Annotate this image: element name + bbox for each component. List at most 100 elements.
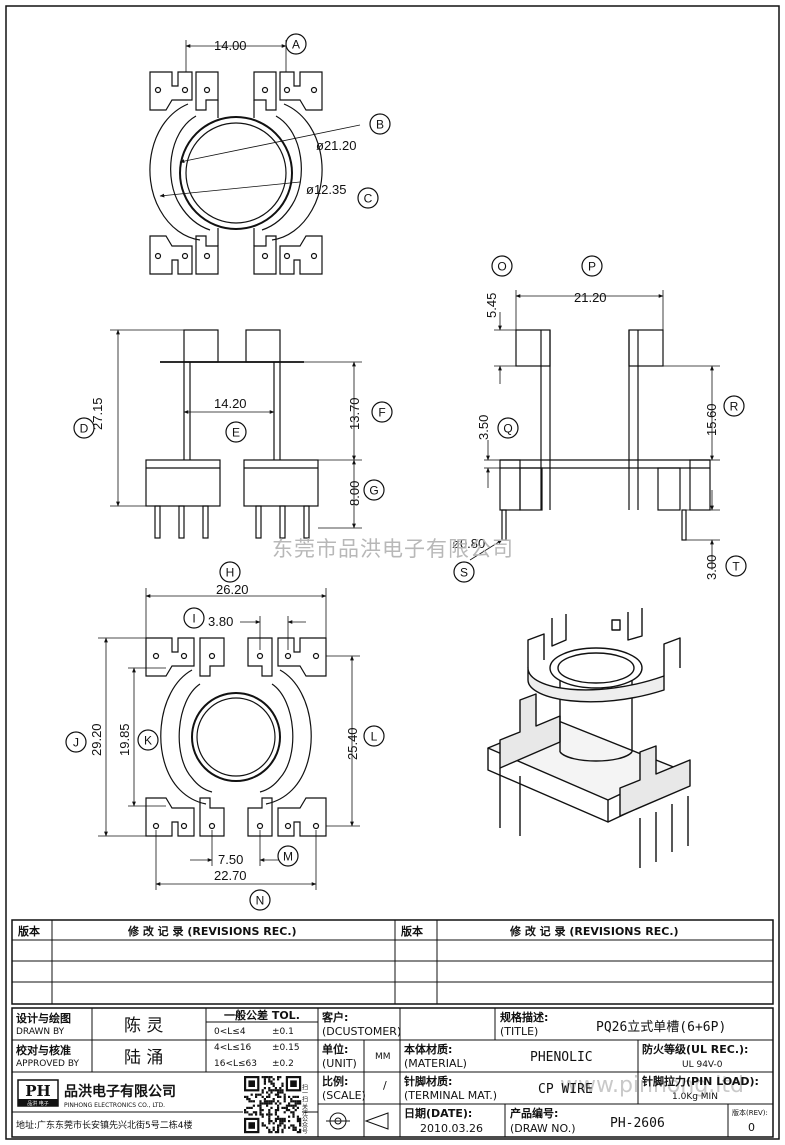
dim-p-circle [581, 255, 603, 277]
dim-g-letter: G [369, 484, 378, 498]
rev-label: 版本(REV): [732, 1108, 768, 1117]
qr-side-text: 扫一扫 关注公众号 [301, 1083, 308, 1135]
terminal-value: CP WIRE [538, 1082, 593, 1097]
rev-header-mid-left: 修 改 记 录 (REVISIONS REC.) [127, 924, 297, 938]
dim-j-value: 29.20 [89, 723, 104, 756]
dim-n-value: 22.70 [214, 868, 247, 883]
dim-b-value: ø21.20 [316, 138, 356, 153]
date-value: 2010.03.26 [420, 1122, 483, 1135]
tol-value-1: ±0.1 [272, 1027, 294, 1037]
unit-label-cn: 单位: [322, 1042, 348, 1056]
dim-a-letter: A [292, 38, 300, 52]
company-name-cn: 品洪电子有限公司 [64, 1083, 176, 1100]
spec-value: PQ26立式单槽(6+6P) [596, 1020, 726, 1035]
dim-m-letter: M [283, 850, 293, 864]
dim-t-value: 3.00 [704, 555, 719, 580]
dim-d-letter: D [80, 422, 89, 436]
dim-i-value: 3.80 [208, 614, 233, 629]
dim-c-circle [357, 187, 379, 209]
dim-r-circle [723, 395, 745, 417]
designer-label-cn: 设计与绘图 [16, 1011, 71, 1025]
dim-a-circle [285, 33, 307, 55]
dim-k-circle [137, 729, 159, 751]
dim-h-value: 26.20 [216, 582, 249, 597]
tol-range-2: 4<L≤16 [214, 1043, 252, 1053]
tol-value-3: ±0.2 [272, 1059, 294, 1069]
projection-symbol-icon [326, 1112, 389, 1130]
dim-n-letter: N [256, 894, 265, 908]
dim-m-circle [277, 845, 299, 867]
tol-title: 一般公差 TOL. [224, 1008, 300, 1022]
pinload-label: 针脚拉力(PIN LOAD): [642, 1074, 759, 1088]
rev-header-left: 版本 [18, 924, 40, 938]
dim-q-circle [497, 417, 519, 439]
company-logo: PH 品洪 电子 [17, 1079, 59, 1107]
customer-label-en: (DCUSTOMER) [322, 1025, 401, 1038]
dim-q-value: 3.50 [476, 415, 491, 440]
side-view [469, 290, 720, 570]
dim-d-circle [73, 417, 95, 439]
dim-f-value: 13.70 [347, 397, 362, 430]
dim-i-letter: I [192, 612, 195, 626]
dim-d-value: 27.15 [90, 397, 105, 430]
pinload-value: 1.0Kg MIN [672, 1092, 718, 1102]
isometric-view [487, 608, 691, 868]
dim-p-value: 21.20 [574, 290, 607, 305]
bottom-view [98, 588, 360, 890]
flame-label: 防火等级(UL REC.): [642, 1042, 748, 1056]
logo-subtitle: 品洪 电子 [27, 1100, 49, 1107]
dim-h-circle [219, 561, 241, 583]
page-border [5, 5, 780, 1140]
dim-j-letter: J [73, 736, 79, 750]
dim-l-letter: L [371, 730, 378, 744]
front-view [110, 329, 362, 539]
dim-o-letter: O [497, 260, 506, 274]
dim-g-circle [363, 479, 385, 501]
unit-value: MM [375, 1052, 391, 1062]
tol-value-2: ±0.15 [272, 1043, 300, 1053]
dim-b-circle [369, 113, 391, 135]
drawno-value: PH-2606 [610, 1116, 665, 1131]
dim-g-value: 8.00 [347, 481, 362, 506]
dim-m-value: 7.50 [218, 852, 243, 867]
title-block [11, 919, 774, 1138]
dim-e-value: 14.20 [214, 396, 247, 411]
date-label: 日期(DATE): [404, 1106, 472, 1120]
dim-s-value: ø0.80 [452, 536, 485, 551]
dim-a-value: 14.00 [214, 38, 247, 53]
dim-e-circle [225, 421, 247, 443]
company-address: 地址:广东东莞市长安镇先兴北街5号二栋4楼 [16, 1119, 193, 1131]
dim-q-letter: Q [503, 422, 512, 436]
top-view [149, 40, 361, 275]
scale-label-en: (SCALE) [322, 1089, 366, 1102]
dim-t-letter: T [732, 560, 740, 574]
customer-label-cn: 客户: [321, 1010, 348, 1024]
designer-name: 陈 灵 [124, 1016, 163, 1036]
tol-range-1: 0<L≤4 [214, 1027, 246, 1037]
approver-name: 陆 涌 [124, 1048, 163, 1068]
logo-letters: PH [25, 1082, 50, 1100]
material-label-cn: 本体材质: [404, 1042, 452, 1056]
dim-r-letter: R [730, 400, 739, 414]
dim-p-letter: P [588, 260, 596, 274]
rev-value: 0 [748, 1121, 755, 1134]
dim-k-value: 19.85 [117, 723, 132, 756]
dim-f-letter: F [378, 406, 385, 420]
unit-label-en: (UNIT) [322, 1057, 357, 1070]
approver-label-en: APPROVED BY [16, 1059, 80, 1069]
dim-o-circle [491, 255, 513, 277]
dim-h-letter: H [226, 566, 235, 580]
dim-c-letter: C [364, 192, 373, 206]
dim-k-letter: K [144, 734, 152, 748]
designer-label-en: DRAWN BY [16, 1027, 65, 1037]
scale-label-cn: 比例: [322, 1074, 348, 1088]
tol-range-3: 16<L≤63 [214, 1059, 257, 1069]
dim-s-circle [453, 561, 475, 583]
watermark-text: 东莞市品洪电子有限公司 [272, 537, 514, 561]
rev-header-mid-right: 修 改 记 录 (REVISIONS REC.) [509, 924, 679, 938]
watermark-url: www.pinhong.ltd [560, 1073, 744, 1098]
dim-f-circle [371, 401, 393, 423]
dim-c-value: ø12.35 [306, 182, 346, 197]
